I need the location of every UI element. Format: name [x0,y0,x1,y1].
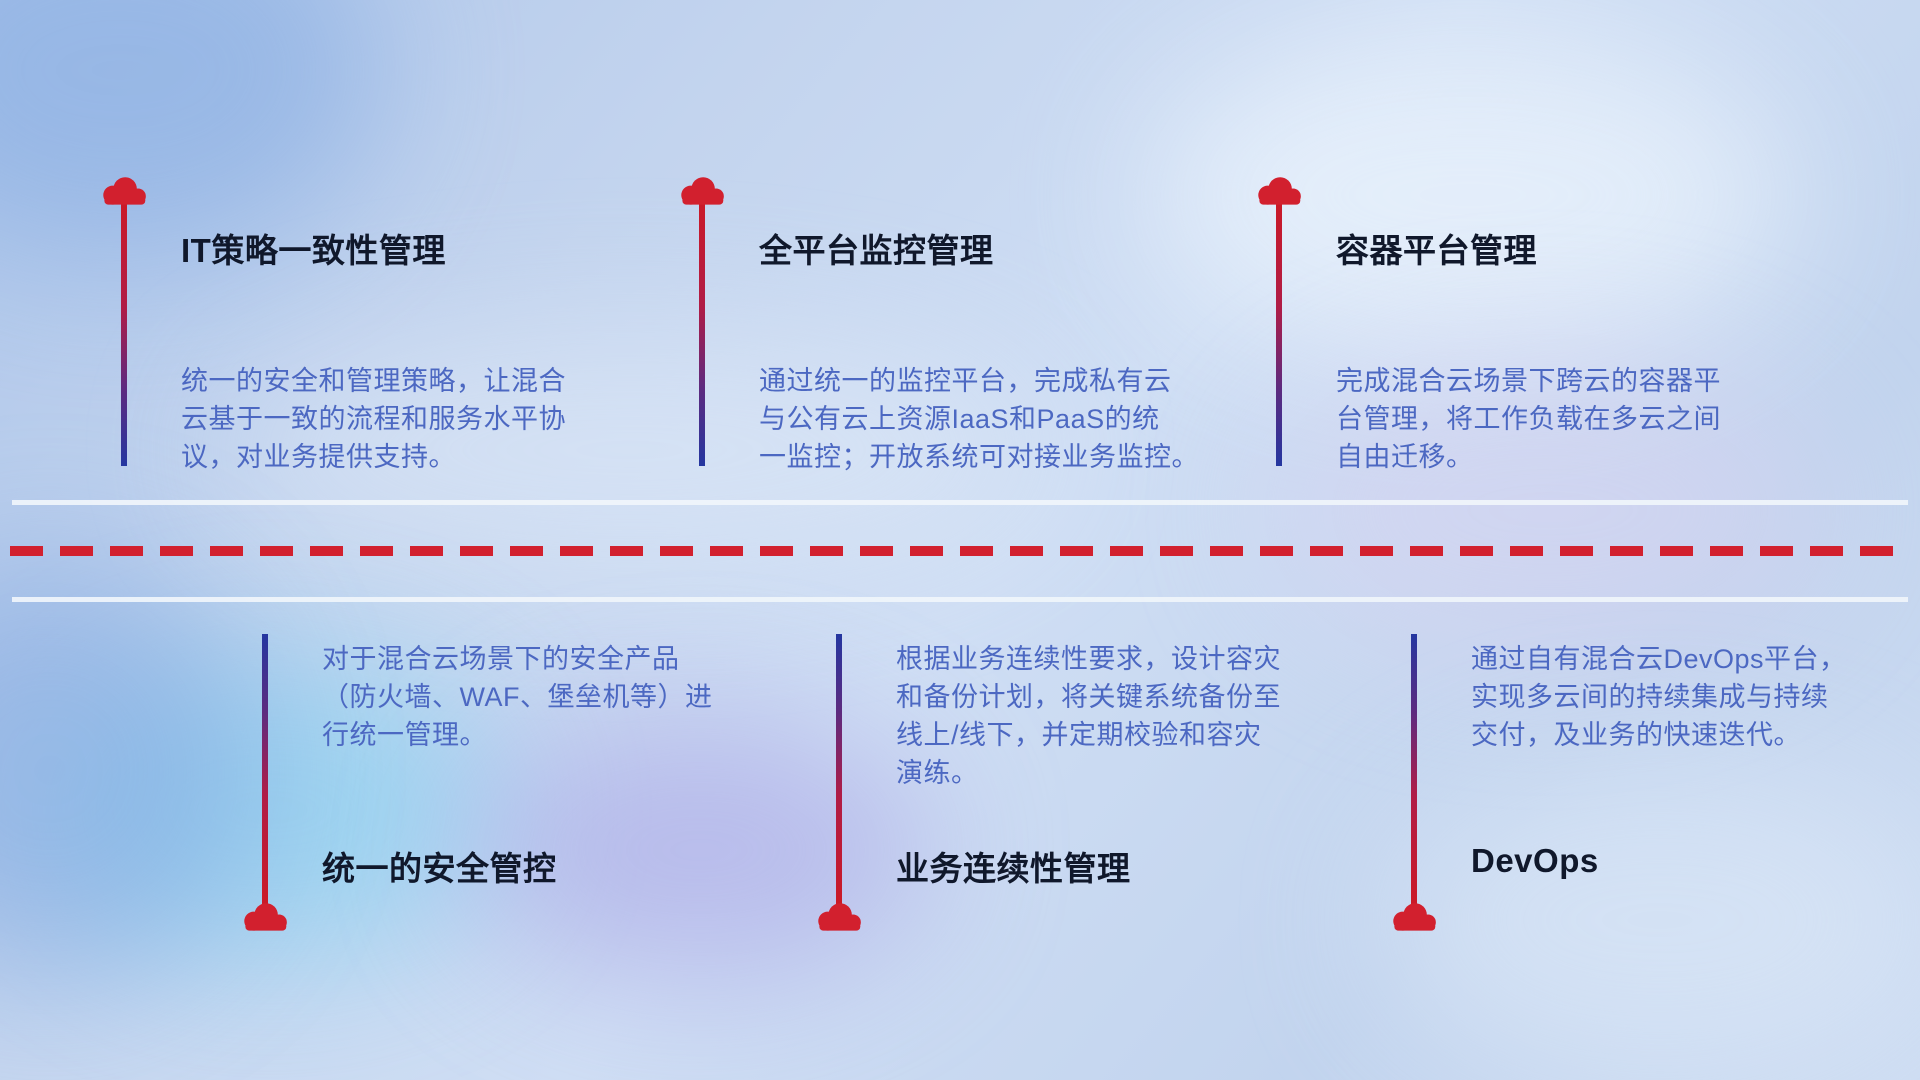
timeline-item-devops: 通过自有混合云DevOps平台， 实现多云间的持续集成与持续 交付，及业务的快速… [1386,634,1920,954]
background-blob [0,560,260,980]
connector-line [262,634,268,904]
cloud-icon [1393,903,1436,931]
cloud-icon [681,177,724,205]
timeline-item-business-continuity: 根据业务连续性要求，设计容灾 和备份计划，将关键系统备份至 线上/线下，并定期校… [811,634,1391,954]
item-description: 完成混合云场景下跨云的容器平 台管理，将工作负载在多云之间 自由迁移。 [1336,366,1721,472]
connector-line [699,200,705,466]
connector-line [836,634,842,904]
item-description: 对于混合云场景下的安全产品 （防火墙、WAF、堡垒机等）进 行统一管理。 [322,644,713,750]
cloud-icon [1258,177,1301,205]
item-title: 统一的安全管控 [322,850,557,887]
cloud-icon [244,903,287,931]
connector-line [1276,200,1282,466]
divider-solid-top [12,500,1908,505]
timeline-item-monitoring: 全平台监控管理 通过统一的监控平台，完成私有云 与公有云上资源IaaS和PaaS… [674,170,1254,472]
timeline-item-it-policy: IT策略一致性管理 统一的安全和管理策略，让混合 云基于一致的流程和服务水平协 … [96,170,676,472]
item-title: DevOps [1471,842,1599,879]
item-description: 统一的安全和管理策略，让混合 云基于一致的流程和服务水平协 议，对业务提供支持。 [181,366,566,472]
divider-dashed-line [10,546,1910,556]
cloud-icon [818,903,861,931]
item-title: IT策略一致性管理 [181,232,446,269]
item-description: 根据业务连续性要求，设计容灾 和备份计划，将关键系统备份至 线上/线下，并定期校… [896,644,1281,788]
item-description: 通过自有混合云DevOps平台， 实现多云间的持续集成与持续 交付，及业务的快速… [1471,644,1847,750]
item-title: 业务连续性管理 [896,850,1131,887]
timeline-item-container-platform: 容器平台管理 完成混合云场景下跨云的容器平 台管理，将工作负载在多云之间 自由迁… [1251,170,1831,472]
connector-line [121,200,127,466]
item-title: 全平台监控管理 [759,232,994,269]
item-title: 容器平台管理 [1336,232,1537,269]
connector-line [1411,634,1417,904]
divider-solid-bottom [12,597,1908,602]
timeline-item-security: 对于混合云场景下的安全产品 （防火墙、WAF、堡垒机等）进 行统一管理。 统一的… [237,634,817,954]
item-description: 通过统一的监控平台，完成私有云 与公有云上资源IaaS和PaaS的统 一监控；开… [759,366,1199,472]
cloud-icon [103,177,146,205]
